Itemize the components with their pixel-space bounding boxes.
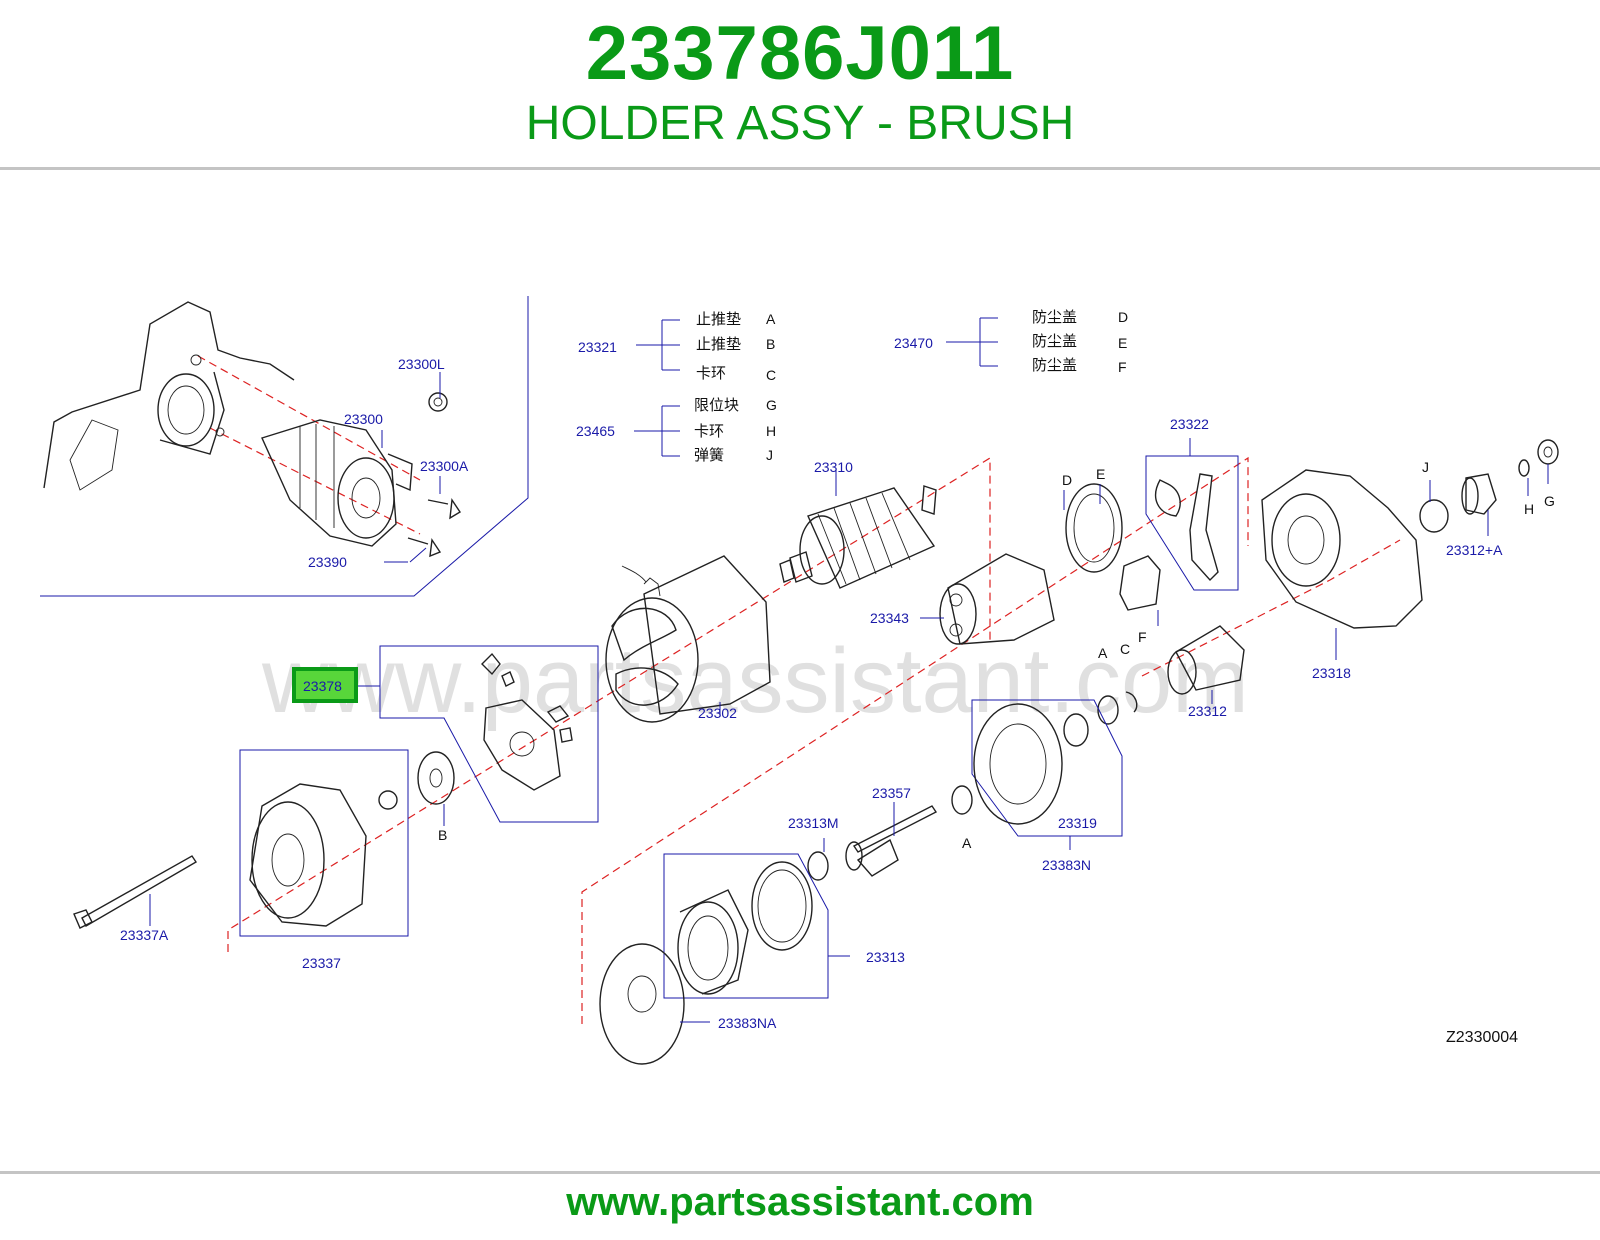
- legend-23321-key-c: C: [766, 367, 776, 383]
- callout-23378[interactable]: 23378: [303, 678, 342, 694]
- callout-23300a[interactable]: 23300A: [420, 458, 469, 474]
- dust-cover-parts: [1063, 483, 1161, 626]
- legend-23470-desc-f: 防尘盖: [1032, 356, 1077, 374]
- legend-23465-desc-h: 卡环: [694, 422, 724, 440]
- legend-23321-desc-b: 止推垫: [696, 335, 741, 353]
- callout-23300[interactable]: 23300: [344, 411, 383, 427]
- callout-23310[interactable]: 23310: [814, 459, 853, 475]
- legend-23470-key-f: F: [1118, 359, 1127, 375]
- callout-23321[interactable]: 23321: [578, 339, 617, 355]
- callout-23343[interactable]: 23343: [870, 610, 909, 626]
- callout-23313m[interactable]: 23313M: [788, 815, 839, 831]
- header-divider: [0, 167, 1600, 170]
- letter-g: G: [1544, 493, 1555, 509]
- letter-h: H: [1524, 501, 1534, 517]
- legend-23470: 防尘盖 D 防尘盖 E 防尘盖 F: [946, 308, 1128, 375]
- callout-23390[interactable]: 23390: [308, 554, 347, 570]
- letter-b: B: [438, 827, 447, 843]
- legend-23465-desc-g: 限位块: [694, 396, 739, 414]
- letter-d: D: [1062, 472, 1072, 488]
- front-housing-part: [1261, 469, 1423, 660]
- legend-23470-desc-e: 防尘盖: [1032, 332, 1077, 350]
- callout-23322[interactable]: 23322: [1170, 416, 1209, 432]
- callout-23313[interactable]: 23313: [866, 949, 905, 965]
- armature-part: [779, 470, 937, 589]
- legend-23321-key-b: B: [766, 336, 775, 352]
- callout-23312a[interactable]: 23312+A: [1446, 542, 1503, 558]
- legend-23465-key-j: J: [766, 447, 773, 463]
- letter-a-lower: A: [962, 835, 972, 851]
- shift-lever-assembly: [1145, 438, 1239, 591]
- gear-plate-part: [599, 943, 710, 1065]
- letter-c: C: [1120, 641, 1130, 657]
- callout-23383na[interactable]: 23383NA: [718, 1015, 777, 1031]
- callout-23319[interactable]: 23319: [1058, 815, 1097, 831]
- legend-23321-key-a: A: [766, 311, 776, 327]
- legend-23470-key-e: E: [1118, 335, 1127, 351]
- callout-23318[interactable]: 23318: [1312, 665, 1351, 681]
- callout-23300l[interactable]: 23300L: [398, 356, 445, 372]
- pinion-parts: [1167, 439, 1559, 704]
- yoke-field-coil-part: [605, 555, 771, 723]
- callout-23302[interactable]: 23302: [698, 705, 737, 721]
- callout-23465[interactable]: 23465: [576, 423, 615, 439]
- diagram-code: Z2330004: [1446, 1029, 1518, 1046]
- solenoid-part: [920, 553, 1055, 645]
- starter-motor-inset: [40, 296, 529, 597]
- assembly-axis-lines: [197, 355, 1401, 1024]
- letter-j: J: [1422, 459, 1429, 475]
- callout-23337a[interactable]: 23337A: [120, 927, 169, 943]
- callout-23383n[interactable]: 23383N: [1042, 857, 1091, 873]
- page-header: 233786J011 HOLDER ASSY - BRUSH: [0, 0, 1600, 168]
- watermark-text: www.partsassistant.com: [261, 630, 1249, 732]
- overrunning-clutch-assembly: [663, 853, 850, 999]
- legend-23465-desc-j: 弹簧: [694, 446, 724, 464]
- brush-holder-assembly: [356, 645, 599, 823]
- highlighted-callout-box: [292, 667, 358, 703]
- through-bolt-part: [73, 855, 197, 929]
- legend-23470-desc-d: 防尘盖: [1032, 308, 1077, 326]
- callout-23337[interactable]: 23337: [302, 955, 341, 971]
- callout-23470[interactable]: 23470: [894, 335, 933, 351]
- legend-23321: 止推垫 A 止推垫 B 卡环 C: [636, 310, 776, 383]
- legend-23470-key-d: D: [1118, 309, 1128, 325]
- part-name-subtitle: HOLDER ASSY - BRUSH: [525, 97, 1075, 150]
- callout-23312[interactable]: 23312: [1188, 703, 1227, 719]
- legend-23465-key-h: H: [766, 423, 776, 439]
- callout-23357[interactable]: 23357: [872, 785, 911, 801]
- rear-cover-part: [239, 749, 409, 937]
- letter-f: F: [1138, 629, 1147, 645]
- legend-23465: 限位块 G 卡环 H 弹簧 J: [634, 396, 777, 464]
- letter-a-upper: A: [1098, 645, 1108, 661]
- pinion-shaft-parts: [807, 802, 938, 881]
- legend-23321-desc-a: 止推垫: [696, 310, 741, 328]
- center-bracket-assembly: [971, 699, 1123, 850]
- part-number-title: 233786J011: [585, 11, 1015, 96]
- thrust-washer-b: [417, 751, 455, 826]
- thrust-washer-c-ring: [951, 691, 1138, 815]
- exploded-parts-diagram: www.partsassistant.com 止推垫 A 止推垫 B 卡环 C: [40, 296, 1559, 1065]
- legend-23321-desc-c: 卡环: [696, 364, 726, 382]
- letter-e: E: [1096, 466, 1105, 482]
- footer-divider: [0, 1171, 1600, 1174]
- footer-website-link[interactable]: www.partsassistant.com: [566, 1180, 1034, 1224]
- legend-23465-key-g: G: [766, 397, 777, 413]
